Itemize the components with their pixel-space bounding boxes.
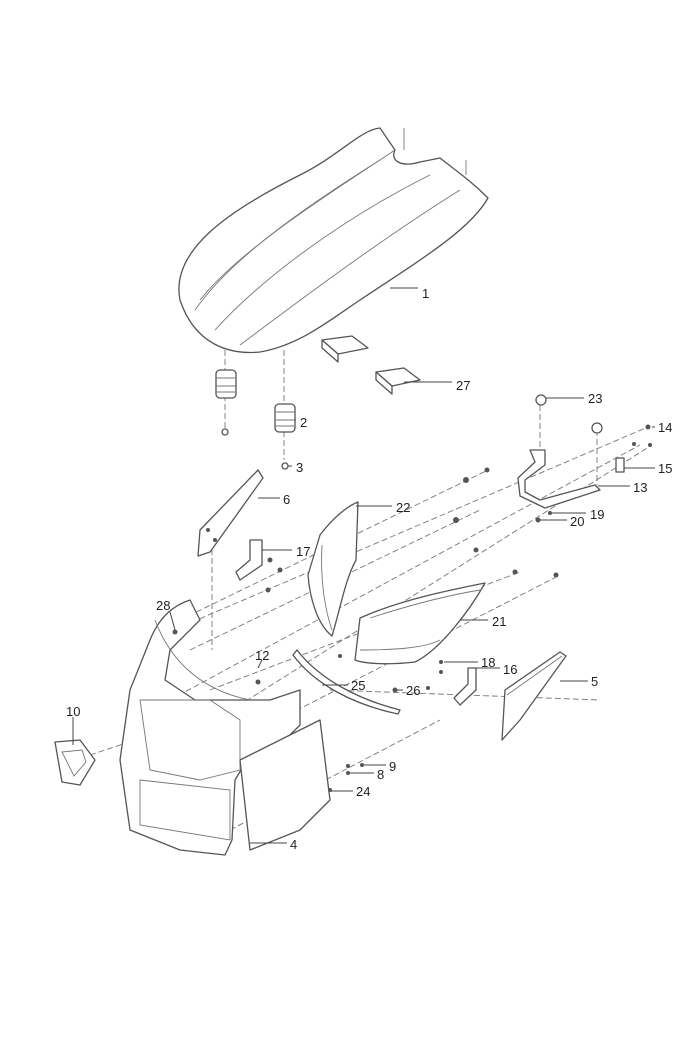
callout-21: 21 <box>492 614 506 629</box>
callout-6: 6 <box>283 492 290 507</box>
callout-12: 12 <box>255 648 269 663</box>
callout-13: 13 <box>633 480 647 495</box>
callout-8: 8 <box>377 767 384 782</box>
callout-9: 9 <box>389 759 396 774</box>
front-cowl-part-4 <box>119 599 331 856</box>
fasteners <box>172 467 559 792</box>
callout-2: 2 <box>300 415 307 430</box>
grille-part-10 <box>54 739 96 786</box>
side-panel-part-6 <box>197 469 264 557</box>
callout-1: 1 <box>422 286 429 301</box>
bracket-part-13 <box>517 394 652 523</box>
callout-10: 10 <box>66 704 80 719</box>
callout-22: 22 <box>396 500 410 515</box>
leader-lines <box>72 287 655 844</box>
callout-25: 25 <box>351 678 365 693</box>
callout-18: 18 <box>481 655 495 670</box>
callout-23: 23 <box>588 391 602 406</box>
bracket-part-17 <box>235 539 283 593</box>
callout-15: 15 <box>658 461 672 476</box>
seat-block-pads <box>321 335 421 395</box>
callout-5: 5 <box>591 674 598 689</box>
side-panel-part-5 <box>501 651 567 741</box>
callout-4: 4 <box>290 837 297 852</box>
callout-26: 26 <box>406 683 420 698</box>
callout-3: 3 <box>296 460 303 475</box>
callout-28: 28 <box>156 598 170 613</box>
callout-24: 24 <box>356 784 370 799</box>
callout-20: 20 <box>570 514 584 529</box>
trim-strip-part-25 <box>292 649 401 715</box>
callout-14: 14 <box>658 420 672 435</box>
side-trim-part-22 <box>307 501 359 637</box>
callout-16: 16 <box>503 662 517 677</box>
callout-19: 19 <box>590 507 604 522</box>
springs-part-2 <box>215 369 296 470</box>
seat-part-1 <box>178 127 489 354</box>
callout-27: 27 <box>456 378 470 393</box>
callout-17: 17 <box>296 544 310 559</box>
light-lens-part-21 <box>354 582 486 665</box>
callout-labels: 1 27 23 14 2 15 3 6 22 13 19 20 17 21 28… <box>66 286 672 852</box>
